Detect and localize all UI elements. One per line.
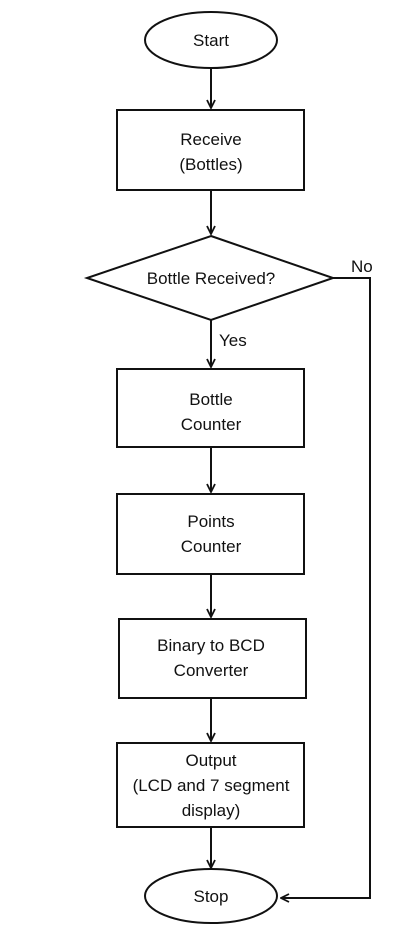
converter-label-line2: Converter	[174, 661, 249, 680]
points-counter-label-line1: Points	[187, 512, 234, 531]
output-process: Output (LCD and 7 segment display)	[116, 742, 305, 828]
points-counter-process: Points Counter	[116, 493, 305, 575]
output-label-line1: Output	[185, 751, 236, 770]
bottle-counter-label-line2: Counter	[181, 415, 242, 434]
no-label: No	[351, 257, 373, 276]
stop-label: Stop	[194, 887, 229, 906]
output-label-line2: (LCD and 7 segment	[133, 776, 290, 795]
bottle-counter-label-line1: Bottle	[189, 390, 232, 409]
receive-process: Receive (Bottles)	[116, 109, 305, 191]
bottle-received-decision: Bottle Received?	[83, 234, 337, 322]
converter-process: Binary to BCD Converter	[118, 618, 307, 699]
yes-label: Yes	[219, 331, 247, 350]
receive-label-line1: Receive	[180, 130, 241, 149]
points-counter-label-line2: Counter	[181, 537, 242, 556]
connector-no-to-stop	[281, 277, 371, 898]
decision-label: Bottle Received?	[147, 269, 276, 288]
start-terminal: Start	[144, 11, 278, 69]
start-label: Start	[193, 31, 229, 50]
stop-terminal: Stop	[144, 868, 278, 924]
receive-label-line2: (Bottles)	[179, 155, 242, 174]
bottle-counter-process: Bottle Counter	[116, 368, 305, 448]
converter-label-line1: Binary to BCD	[157, 636, 265, 655]
output-label-line3: display)	[182, 801, 241, 820]
